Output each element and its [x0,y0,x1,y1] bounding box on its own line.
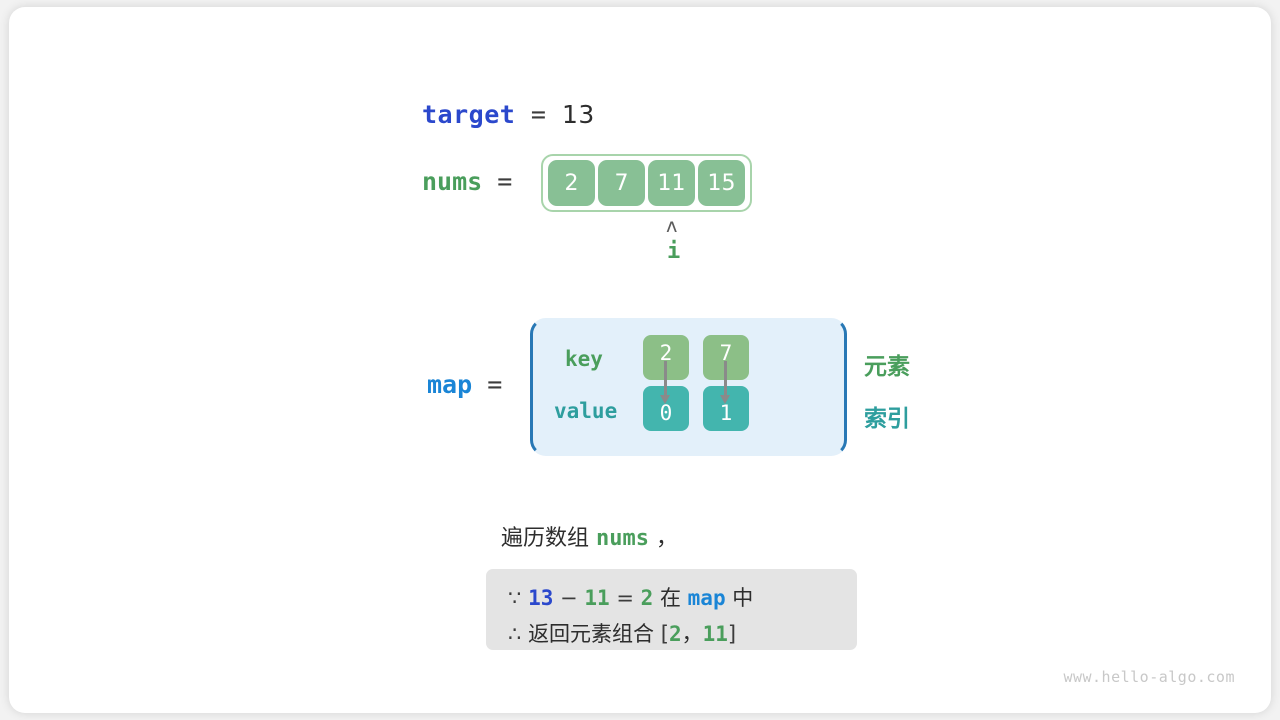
map-entry: 7 1 [703,335,749,431]
target-equals: = [530,100,547,129]
pointer-caret-icon: ʌ [666,215,678,237]
down-arrow-icon [720,361,730,404]
map-label-row: map = [427,370,502,399]
bracket-close: ] [727,622,737,646]
caption-var: nums [596,526,649,551]
conclusion-line-2: ∴ 返回元素组合 [2，11] [508,616,857,652]
array-cell: 11 [648,160,695,206]
nums-equals: = [497,167,513,196]
legend-index: 索引 [864,406,910,432]
map-entry: 2 0 [643,335,689,431]
result-value-a: 2 [668,622,682,646]
target-value: 13 [562,100,595,129]
conclusion-line-1: ∵ 13 − 11 = 2 在 map 中 [508,580,857,616]
conclusion-box: ∵ 13 − 11 = 2 在 map 中 ∴ 返回元素组合 [2，11] [486,569,857,650]
conclusion-current: 11 [584,586,610,610]
equals-symbol: = [616,586,634,610]
conclusion-in-word: 在 [659,586,681,610]
array-cell: 2 [548,160,595,206]
minus-symbol: − [560,586,578,610]
caption-text: 遍历数组 nums ， [501,520,678,552]
map-equals: = [487,370,503,399]
array-cell: 15 [698,160,745,206]
target-row: target = 13 [422,100,595,129]
conclusion-target: 13 [528,586,554,610]
map-value-row-label: value [554,399,618,423]
diagram-card: target = 13 nums = 2 7 11 15 ʌ i map = k… [9,7,1271,713]
map-key-row-label: key [565,347,603,371]
map-value-cell: 0 [643,386,689,431]
conclusion-complement: 2 [640,586,654,610]
conclusion-tail-word: 中 [732,586,754,610]
nums-array: 2 7 11 15 [541,154,752,212]
therefore-symbol: ∴ [508,622,522,646]
pointer-label: i [667,239,681,264]
watermark: www.hello-algo.com [1063,668,1235,686]
caption-prefix: 遍历数组 [501,526,590,551]
result-comma: ， [681,622,703,646]
because-symbol: ∵ [508,586,522,610]
map-label: map [427,370,473,399]
conclusion-map-word: map [687,586,726,610]
nums-label-row: nums = [422,167,512,196]
result-value-b: 11 [702,622,728,646]
conclusion-result-text: 返回元素组合 [528,622,655,646]
legend-element: 元素 [864,354,910,380]
caption-suffix: ， [656,526,679,551]
nums-label: nums [422,167,483,196]
target-label: target [422,100,516,129]
bracket-open: [ [660,622,669,646]
down-arrow-icon [660,361,670,404]
array-cell: 7 [598,160,645,206]
